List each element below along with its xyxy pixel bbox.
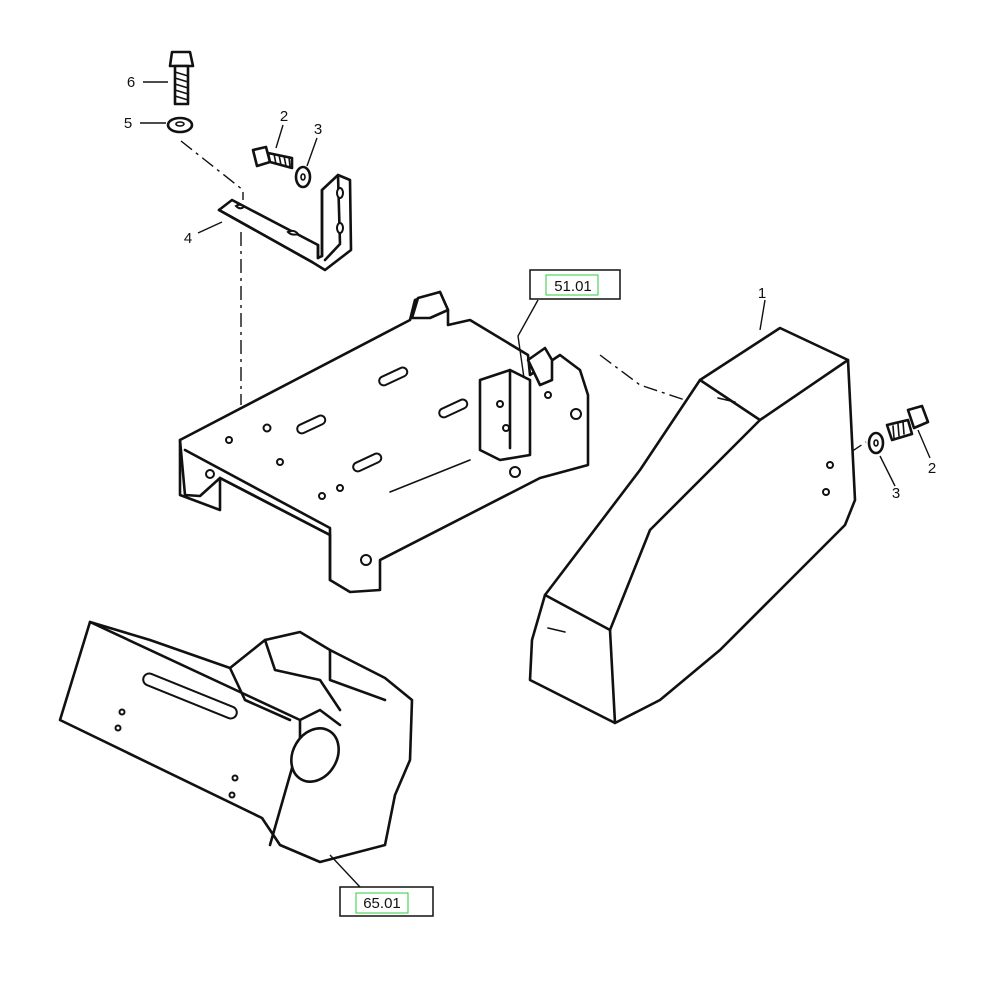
reference-box-51-01[interactable]: 51.01 xyxy=(529,269,621,300)
callout-6: 6 xyxy=(127,74,135,91)
callout-2-upper: 2 xyxy=(280,108,288,125)
reference-label-51-01: 51.01 xyxy=(554,278,592,295)
reference-box-65-01[interactable]: 65.01 xyxy=(339,886,434,917)
callout-1: 1 xyxy=(758,285,766,302)
reference-label-65-01: 65.01 xyxy=(363,895,401,912)
cover-guard-part-1 xyxy=(528,326,857,725)
washer-part-5 xyxy=(166,116,194,134)
callout-labels: 1 2 3 4 5 6 2 3 xyxy=(124,74,936,502)
bolt-part-6 xyxy=(168,50,195,106)
callout-4: 4 xyxy=(184,230,192,247)
callout-3-right: 3 xyxy=(892,485,900,502)
leader-lines xyxy=(140,81,931,888)
washer-part-3-right xyxy=(867,431,885,455)
counterweight-housing xyxy=(58,620,414,864)
angle-bracket-part-4 xyxy=(217,173,353,272)
mounting-plate-frame xyxy=(178,290,590,594)
callout-5: 5 xyxy=(124,115,132,132)
callout-3-upper: 3 xyxy=(314,121,322,138)
washer-part-3-upper xyxy=(294,165,312,189)
callout-2-right: 2 xyxy=(928,460,936,477)
bolt-part-2-right xyxy=(885,404,930,442)
bolt-part-2-upper xyxy=(251,145,294,170)
